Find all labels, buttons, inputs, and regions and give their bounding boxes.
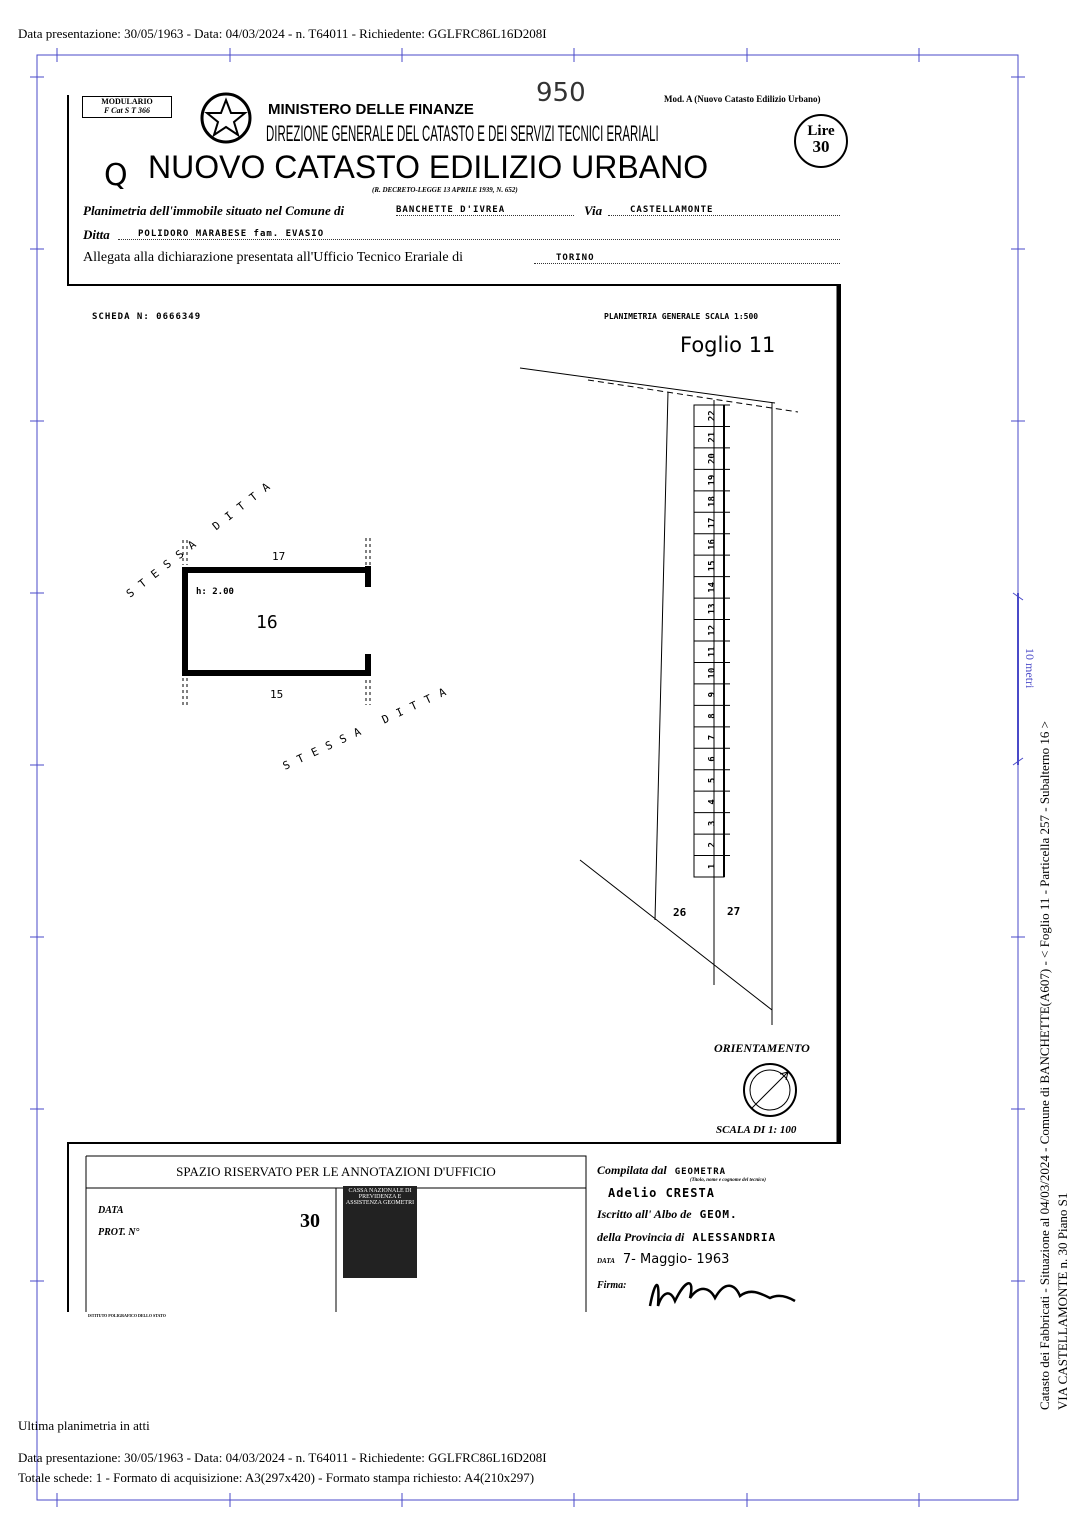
prot-label: PROT. N° xyxy=(98,1227,140,1238)
lire-stamp: Lire 30 xyxy=(794,114,848,168)
mod-a: Mod. A (Nuovo Catasto Edilizio Urbano) xyxy=(664,94,821,104)
parcel-left: 26 xyxy=(673,906,687,919)
room-height: h: 2.00 xyxy=(196,587,234,597)
garage-number: 17 xyxy=(708,518,718,529)
direction: DIREZIONE GENERALE DEL CATASTO E DEI SER… xyxy=(266,121,659,146)
handwritten-number: 950 xyxy=(536,78,586,108)
neighbor-bottom: 15 xyxy=(270,688,283,701)
ufficio-label: Allegata alla dichiarazione presentata a… xyxy=(83,250,464,265)
footer-line2: Totale schede: 1 - Formato di acquisizio… xyxy=(18,1470,535,1485)
top-header: Data presentazione: 30/05/1963 - Data: 0… xyxy=(18,26,547,41)
modulario-label: MODULARIO xyxy=(101,97,153,106)
compilata-label: Compilata dal xyxy=(597,1163,667,1177)
garage-number: 2 xyxy=(708,842,718,847)
side-text-line2: VIA CASTELLAMONTE n. 30 Piano S1 xyxy=(1055,1192,1070,1410)
scala-label: SCALA DI 1: 100 xyxy=(716,1124,797,1136)
garage-number: 13 xyxy=(708,603,718,614)
albo-row: Iscritto all' Albo de GEOM. xyxy=(597,1207,738,1222)
ditta-value: POLIDORO MARABESE fam. EVASIO xyxy=(118,229,840,240)
garage-number: 9 xyxy=(708,692,718,697)
scheda-number: SCHEDA N: 0666349 xyxy=(92,312,202,322)
via-label: Via xyxy=(584,203,603,218)
ditta-label: Ditta xyxy=(83,227,110,242)
neighbor-top: 17 xyxy=(272,550,285,563)
garage-number: 7 xyxy=(708,735,718,740)
annotazioni-title: SPAZIO RISERVATO PER LE ANNOTAZIONI D'UF… xyxy=(176,1164,496,1179)
garage-number: 14 xyxy=(708,581,718,592)
provincia-value: ALESSANDRIA xyxy=(692,1231,777,1244)
tecnico-name: Adelio CRESTA xyxy=(608,1186,715,1200)
comune-label: Planimetria dell'immobile situato nel Co… xyxy=(83,203,345,218)
modulario-box: MODULARIO F Cat S T 366 xyxy=(82,96,172,118)
garage-number: 20 xyxy=(708,453,718,464)
footer-line1: Data presentazione: 30/05/1963 - Data: 0… xyxy=(18,1450,547,1465)
lire-value: 30 xyxy=(812,137,830,156)
provincia-row: della Provincia di ALESSANDRIA xyxy=(597,1230,776,1245)
handwritten-mark: Q xyxy=(104,158,128,193)
data-label: DATA xyxy=(98,1205,124,1216)
revenue-stamp-text: CASSA NAZIONALE DI PREVIDENZA E ASSISTEN… xyxy=(345,1188,415,1206)
revenue-stamp: CASSA NAZIONALE DI PREVIDENZA E ASSISTEN… xyxy=(343,1186,417,1278)
data-sign-value: 7- Maggio- 1963 xyxy=(622,1252,730,1267)
garage-number: 12 xyxy=(708,625,718,636)
comune-value: BANCHETTE D'IVREA xyxy=(396,205,574,216)
garage-number: 4 xyxy=(708,799,718,805)
stessa-ditta-bottom: STESSA DITTA xyxy=(281,682,456,773)
via-value: CASTELLAMONTE xyxy=(608,205,840,216)
garage-number: 3 xyxy=(708,821,718,826)
ultima-planimetria: Ultima planimetria in atti xyxy=(18,1418,150,1433)
room-number: 16 xyxy=(256,612,278,633)
albo-label: Iscritto all' Albo de xyxy=(597,1207,692,1221)
signature xyxy=(648,1282,796,1307)
titolo-hint: (Titolo, nome e cognome del tecnico) xyxy=(690,1178,766,1183)
stamp-number: 30 xyxy=(300,1210,320,1232)
garage-number: 21 xyxy=(708,432,718,443)
foglio-label: Foglio 11 xyxy=(680,333,776,357)
ufficio-value: TORINO xyxy=(534,253,840,264)
data-sign-row: DATA 7- Maggio- 1963 xyxy=(597,1252,729,1267)
parcel-right: 27 xyxy=(727,905,740,918)
decree: (R. DECRETO-LEGGE 13 APRILE 1939, N. 652… xyxy=(372,186,518,194)
firma-label: Firma: xyxy=(597,1280,627,1291)
planimetria-generale: PLANIMETRIA GENERALE SCALA 1:500 xyxy=(604,312,759,321)
ministry: MINISTERO DELLE FINANZE xyxy=(268,101,474,118)
form-title: NUOVO CATASTO EDILIZIO URBANO xyxy=(148,149,709,185)
compilata-value: GEOMETRA xyxy=(674,1167,727,1177)
side-text-line1: Catasto dei Fabbricati - Situazione al 0… xyxy=(1037,721,1052,1410)
side-text: Catasto dei Fabbricati - Situazione al 0… xyxy=(1036,560,1072,1410)
garage-number: 15 xyxy=(708,560,718,571)
albo-value: GEOM. xyxy=(699,1208,738,1221)
garage-number: 10 xyxy=(708,668,718,679)
lire-label: Lire xyxy=(807,123,835,139)
garage-number: 8 xyxy=(708,713,718,718)
state-emblem-icon xyxy=(200,92,252,144)
garage-number: 5 xyxy=(708,778,718,783)
garage-number: 1 xyxy=(708,864,718,869)
garage-number: 22 xyxy=(708,410,718,421)
provincia-label: della Provincia di xyxy=(597,1230,685,1244)
stessa-ditta-top: STESSA DITTA xyxy=(124,475,280,601)
garage-number: 6 xyxy=(708,756,718,761)
compilata-row: Compilata dal GEOMETRA xyxy=(597,1163,726,1178)
garage-number: 19 xyxy=(708,475,718,486)
printer-label: ISTITUTO POLIGRAFICO DELLO STATO xyxy=(88,1313,166,1318)
data-sign-label: DATA xyxy=(597,1257,615,1265)
garage-number: 16 xyxy=(708,539,718,550)
garage-number: 11 xyxy=(708,646,718,657)
modulario-code: F Cat S T 366 xyxy=(103,106,151,115)
orientamento-label: ORIENTAMENTO xyxy=(714,1041,810,1055)
garage-number: 18 xyxy=(708,496,718,507)
scale-bar-label: 10 metri xyxy=(1023,648,1037,689)
